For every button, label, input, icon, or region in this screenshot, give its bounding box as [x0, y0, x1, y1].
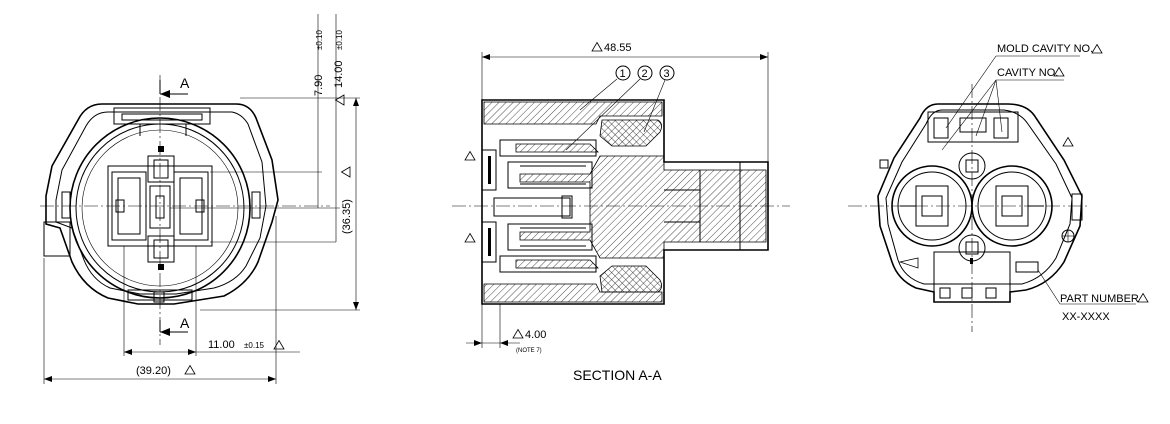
dim-14-00: 14.00: [333, 60, 345, 88]
section-arrow-bottom: A: [159, 315, 190, 336]
front-left-cavity: [111, 171, 147, 241]
dim-7-90-tol: ±0.10: [315, 29, 324, 50]
front-top-latch: [113, 107, 211, 125]
dim-48-55: 48.55: [604, 42, 632, 54]
front-top-small-cavity: [147, 155, 175, 183]
label-cavity-no: CAVITY NO.: [997, 67, 1058, 79]
dim-11-00-tol: ±0.15: [244, 341, 265, 350]
front-bottom-clip: [153, 291, 165, 303]
dim-7-90: 7.90: [313, 75, 325, 96]
section-body-outline: [481, 99, 769, 305]
rear-cavity-right: [971, 165, 1053, 247]
front-bottom-small-cavity: [147, 235, 175, 263]
dim-4-00: 4.00: [525, 329, 546, 341]
front-left-tab: [43, 221, 71, 257]
section-core-hatch: [519, 155, 767, 259]
section-seal-top: [599, 119, 662, 147]
dim-39-20: (39.20): [136, 365, 171, 377]
front-right-cavity: [173, 171, 209, 241]
section-mark-bottom: A: [180, 315, 190, 331]
callout-cavity-no: CAVITY NO.: [941, 67, 1065, 151]
section-mark-top: A: [180, 75, 190, 91]
svg-text:1: 1: [620, 68, 626, 80]
rear-bottom-block: [933, 251, 1011, 303]
callout-part-number: PART NUMBER XX-XXXX: [1037, 269, 1149, 323]
section-arrow-top: A: [159, 75, 190, 98]
front-view: A A 7.90 ±0.10 14.00 ±0.10 (36.35): [40, 14, 360, 384]
note-marker-upper: [464, 151, 476, 161]
rear-top-latch: [927, 111, 1019, 143]
front-top-latch-slot: [121, 113, 203, 121]
svg-text:3: 3: [664, 68, 670, 80]
section-caption: SECTION A-A: [573, 367, 662, 383]
label-mold-cavity: MOLD CAVITY NO.: [997, 43, 1093, 55]
note-7: (NOTE 7): [516, 348, 542, 354]
rear-cavity-top: [958, 152, 986, 180]
section-terminal-lower: [499, 223, 599, 273]
part-number-box: [1015, 261, 1039, 273]
callout-mold-cavity: MOLD CAVITY NO.: [945, 43, 1103, 129]
section-view: 48.55 1 2 3: [452, 42, 790, 383]
front-housing-inner-outline: [55, 111, 267, 295]
svg-text:2: 2: [642, 68, 648, 80]
dim-36-35: (36.35): [341, 199, 353, 234]
section-center-pin: [493, 197, 571, 217]
part-number-value: XX-XXXX: [1062, 311, 1110, 323]
note-marker-lower: [464, 233, 476, 243]
section-terminal-upper: [499, 139, 599, 189]
rear-view: MOLD CAVITY NO. CAVITY NO. PART NUMBER X…: [848, 43, 1149, 332]
dim-11-00: 11.00: [208, 339, 235, 351]
section-seal-bottom: [599, 265, 662, 293]
front-housing-outline: [45, 103, 279, 305]
label-part-number: PART NUMBER: [1060, 293, 1139, 305]
rear-housing-inner-outline: [885, 109, 1073, 285]
front-terminal-block: [107, 146, 213, 270]
dim-14-00-tol: ±0.10: [335, 29, 344, 50]
